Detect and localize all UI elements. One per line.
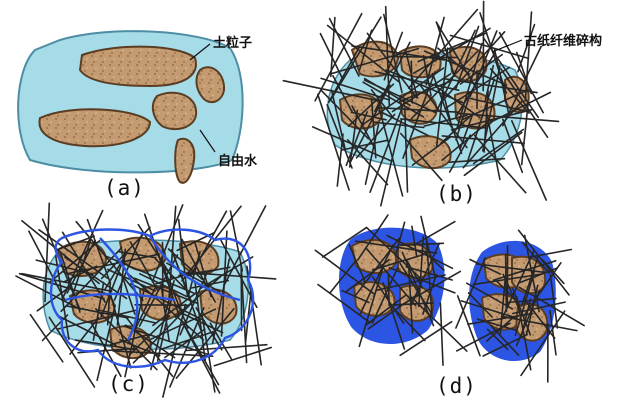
- fiber-strand: [440, 303, 443, 365]
- fiber-strand: [214, 348, 271, 366]
- panel-d-caption: (d): [436, 374, 477, 398]
- panel-b-caption: (b): [436, 182, 477, 206]
- panel-c-caption: (c): [108, 372, 149, 396]
- panel-a: [18, 31, 243, 183]
- soil-particle: [175, 139, 194, 183]
- panel-d: [315, 215, 584, 382]
- soil-particle: [153, 93, 196, 129]
- soil-particle: [39, 109, 150, 146]
- callout-soil-particle: 土粒子: [213, 32, 252, 51]
- panel-a-caption: (a): [104, 176, 145, 200]
- callout-fiber-fragments: 古纸纤维碎构: [524, 30, 602, 49]
- soil-particle: [80, 47, 196, 86]
- panel-b: [283, 1, 558, 205]
- panel-c: [16, 203, 276, 397]
- callout-free-water: 自由水: [218, 150, 257, 169]
- fiber-strand: [411, 61, 412, 103]
- fiber-strand: [512, 121, 546, 200]
